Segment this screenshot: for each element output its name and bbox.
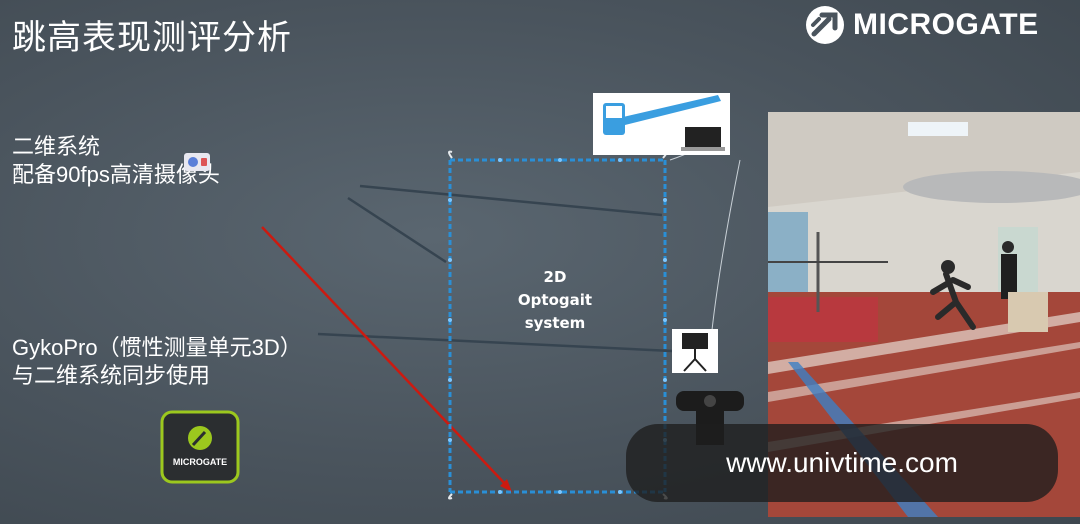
bar-leds: [448, 158, 667, 494]
gykopro-line1: GykoPro（惯性测量单元3D）: [12, 335, 302, 360]
connector-line-camera: [359, 184, 663, 217]
microgate-logo: MICROGATE: [805, 5, 1039, 45]
gykopro-line2: 与二维系统同步使用: [12, 363, 211, 388]
cable-line-right: [711, 159, 741, 331]
camera-tripod-image: [672, 329, 718, 373]
red-arrow-line: [261, 226, 509, 488]
system-label-line1: 2D: [543, 268, 567, 286]
watermark-text: www.univtime.com: [726, 447, 958, 478]
connector-line-bar: [347, 196, 447, 264]
system-label-line2: Optogait: [517, 291, 593, 309]
watermark-overlay: www.univtime.com: [626, 424, 1058, 502]
logo-text: MICROGATE: [853, 8, 1039, 41]
page-title: 跳高表现测评分析: [12, 18, 292, 58]
device-label: MICROGATE: [173, 457, 227, 467]
2d-system-line1: 二维系统: [12, 134, 101, 159]
microgate-logo-icon: [806, 6, 844, 44]
gykopro-device-image: MICROGATE: [160, 410, 240, 489]
optogait-system-label: 2D Optogait system: [490, 266, 620, 335]
small-app-icon: [184, 153, 210, 175]
2d-system-description: 二维系统 配备90fps高清摄像头: [12, 133, 220, 189]
system-label-line3: system: [524, 314, 586, 332]
optogait-bar-laptop-image: [593, 93, 730, 155]
red-arrow-head: [500, 479, 512, 492]
gykopro-description: GykoPro（惯性测量单元3D） 与二维系统同步使用: [12, 334, 302, 390]
connector-line-gyko: [317, 332, 673, 353]
